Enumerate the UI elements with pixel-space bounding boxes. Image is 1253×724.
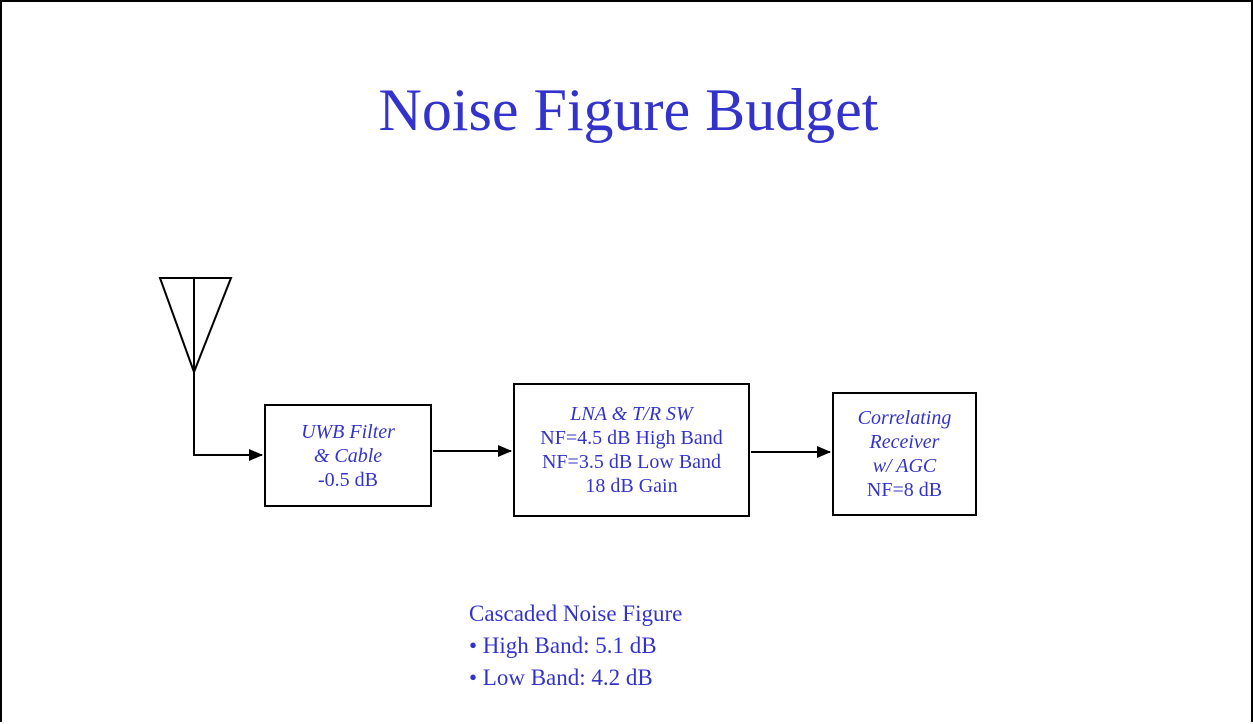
page-title: Noise Figure Budget <box>378 77 879 143</box>
lna-nf-high: NF=4.5 dB High Band <box>540 427 723 449</box>
lna-name: LNA & T/R SW <box>570 403 693 425</box>
filter-line-1: UWB Filter <box>301 420 395 443</box>
uwb-filter-block: UWB Filter & Cable -0.5 dB <box>264 404 432 507</box>
filter-line-2: & Cable <box>313 444 383 467</box>
rx-line-2: Receiver <box>869 431 940 453</box>
filter-loss-value: -0.5 dB <box>318 468 378 491</box>
rx-nf-value: NF=8 dB <box>866 479 943 501</box>
rx-line-3: w/ AGC <box>872 455 937 477</box>
cascaded-nf-summary: Cascaded Noise Figure • High Band: 5.1 d… <box>469 598 682 694</box>
lna-nf-low: NF=3.5 dB Low Band <box>541 451 722 473</box>
lna-block: LNA & T/R SW NF=4.5 dB High Band NF=3.5 … <box>513 383 750 517</box>
rx-line-1: Correlating <box>857 407 952 429</box>
summary-heading: Cascaded Noise Figure <box>469 601 683 626</box>
antenna-icon <box>158 277 233 375</box>
summary-low-band: • Low Band: 4.2 dB <box>469 665 653 690</box>
summary-high-band: • High Band: 5.1 dB <box>469 633 657 658</box>
receiver-block: Correlating Receiver w/ AGC NF=8 dB <box>832 392 977 516</box>
lna-gain: 18 dB Gain <box>585 475 678 497</box>
antenna-feed-arrow <box>193 372 263 461</box>
